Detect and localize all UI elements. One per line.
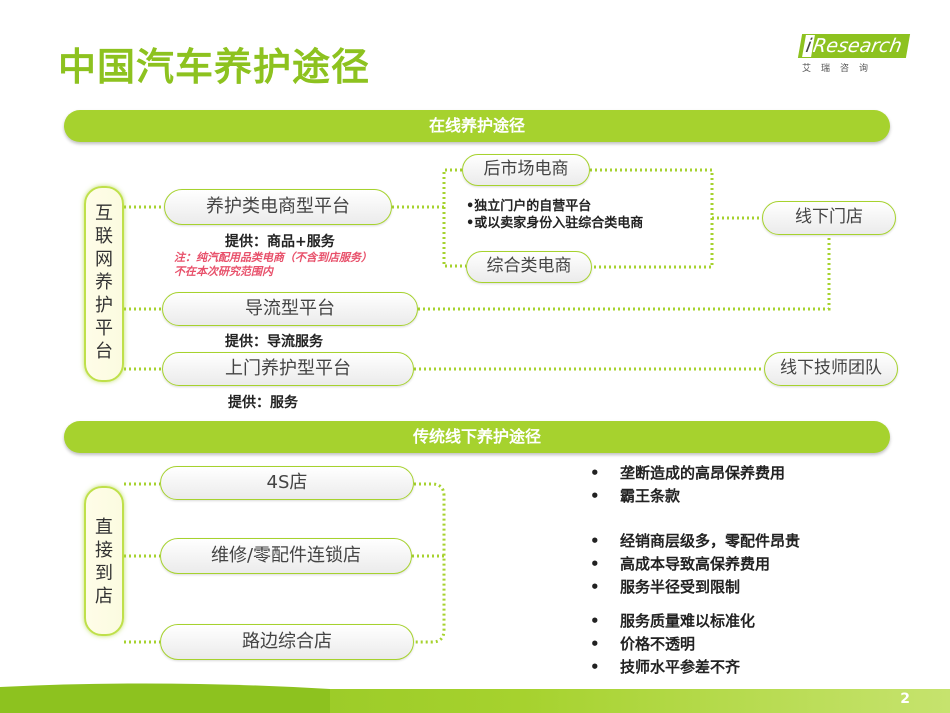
- traffic-platform-box: 导流型平台: [162, 292, 418, 326]
- iresearch-logo: iResearch 艾瑞咨询: [797, 34, 910, 74]
- footer-swoosh: [0, 683, 330, 713]
- onsite-platform-box: 上门养护型平台: [162, 352, 414, 386]
- channel-roadside-box: 路边综合店: [160, 624, 414, 660]
- channel-4s-box: 4S店: [160, 466, 414, 500]
- offline-technician-box: 线下技师团队: [764, 352, 898, 386]
- list-item: •技师水平参差不齐: [590, 658, 741, 676]
- ecommerce-provides: 提供：商品+服务: [225, 234, 335, 250]
- ecommerce-type-bullets: •独立门户的自营平台 •或以卖家身份入驻综合类电商: [466, 199, 644, 231]
- page-title: 中国汽车养护途径: [58, 45, 371, 89]
- list-item: •服务质量难以标准化: [590, 612, 756, 630]
- list-item: •价格不透明: [590, 635, 696, 653]
- page-number: 2: [900, 691, 910, 707]
- list-item: •高成本导致高保养费用: [590, 555, 771, 573]
- comprehensive-ecommerce-box: 综合类电商: [466, 251, 592, 283]
- issues-chain-list: •经销商层级多，零配件昂贵 •高成本导致高保养费用 •服务半径受到限制: [590, 530, 800, 599]
- onsite-provides: 提供：服务: [228, 395, 298, 411]
- internet-platform-label: 互 联 网 养 护 平 台: [84, 186, 124, 382]
- ecommerce-platform-box: 养护类电商型平台: [164, 189, 392, 225]
- issues-4s-list: •垄断造成的高昂保养费用 •霸王条款: [590, 462, 785, 508]
- list-item: •霸王条款: [590, 487, 681, 505]
- logo-subtitle: 艾瑞咨询: [802, 64, 879, 74]
- issues-roadside-list: •服务质量难以标准化 •价格不透明 •技师水平参差不齐: [590, 610, 755, 679]
- list-item: •垄断造成的高昂保养费用: [590, 464, 786, 482]
- direct-store-label: 直 接 到 店: [84, 486, 124, 636]
- aftermarket-ecommerce-box: 后市场电商: [462, 154, 590, 186]
- offline-store-box: 线下门店: [762, 201, 896, 235]
- traffic-provides: 提供：导流服务: [225, 334, 323, 350]
- connector-traffic-to-store: [418, 236, 831, 311]
- online-banner: 在线养护途径: [64, 110, 890, 142]
- traditional-banner: 传统线下养护途径: [64, 421, 890, 453]
- scope-note: 注：纯汽配用品类电商（不含到店服务） 不在本次研究范围内: [174, 251, 372, 278]
- connector-channels-bracket: [414, 482, 446, 644]
- channel-chain-box: 维修/零配件连锁店: [160, 538, 412, 574]
- list-item: •服务半径受到限制: [590, 578, 741, 596]
- connector-subtype-bracket: [442, 168, 466, 268]
- list-item: •经销商层级多，零配件昂贵: [590, 532, 801, 550]
